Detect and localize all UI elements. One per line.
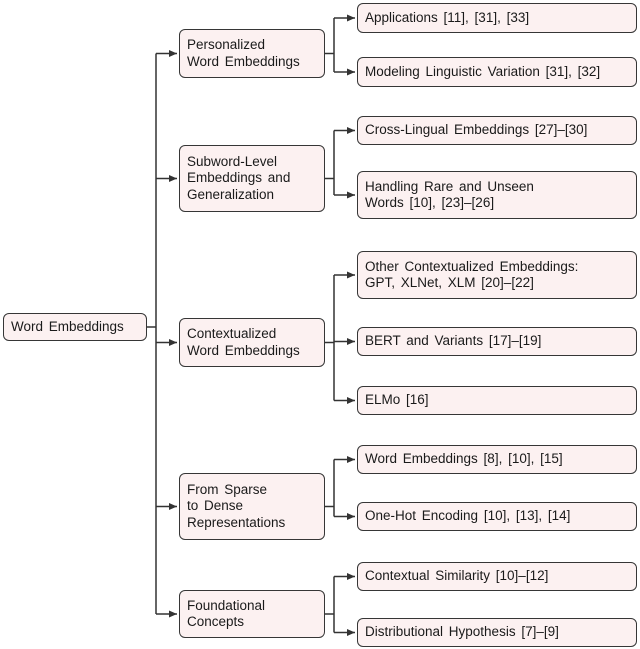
edge-subword-children: [325, 127, 355, 199]
node-contextualized-word-embeddings: Contextualized Word Embeddings: [179, 318, 325, 367]
node-handling-rare-unseen-words: Handling Rare and Unseen Words [10], [23…: [357, 171, 637, 219]
node-elmo: ELMo [16]: [357, 386, 637, 415]
node-one-hot-encoding: One-Hot Encoding [10], [13], [14]: [357, 502, 637, 531]
node-subword-level-embeddings: Subword-Level Embeddings and Generalizat…: [179, 145, 325, 212]
node-contextual-similarity: Contextual Similarity [10]–[12]: [357, 562, 637, 591]
node-word-embeddings-refs: Word Embeddings [8], [10], [15]: [357, 445, 637, 474]
edge-root-to-branches: [147, 50, 177, 618]
node-foundational-concepts: Foundational Concepts: [179, 590, 325, 638]
node-from-sparse-to-dense: From Sparse to Dense Representations: [179, 473, 325, 540]
edge-contextualized-children: [325, 271, 355, 404]
node-other-contextualized-embeddings: Other Contextualized Embeddings: GPT, XL…: [357, 251, 637, 299]
node-distributional-hypothesis: Distributional Hypothesis [7]–[9]: [357, 618, 637, 647]
node-word-embeddings-root: Word Embeddings: [3, 313, 147, 341]
node-applications: Applications [11], [31], [33]: [357, 3, 637, 33]
edge-personalized-children: [325, 14, 355, 76]
edge-foundational-children: [325, 573, 355, 636]
node-modeling-linguistic-variation: Modeling Linguistic Variation [31], [32]: [357, 57, 637, 87]
node-bert-and-variants: BERT and Variants [17]–[19]: [357, 327, 637, 356]
node-personalized-word-embeddings: Personalized Word Embeddings: [179, 29, 325, 78]
node-cross-lingual-embeddings: Cross-Lingual Embeddings [27]–[30]: [357, 116, 637, 145]
edge-sparse-children: [325, 456, 355, 520]
